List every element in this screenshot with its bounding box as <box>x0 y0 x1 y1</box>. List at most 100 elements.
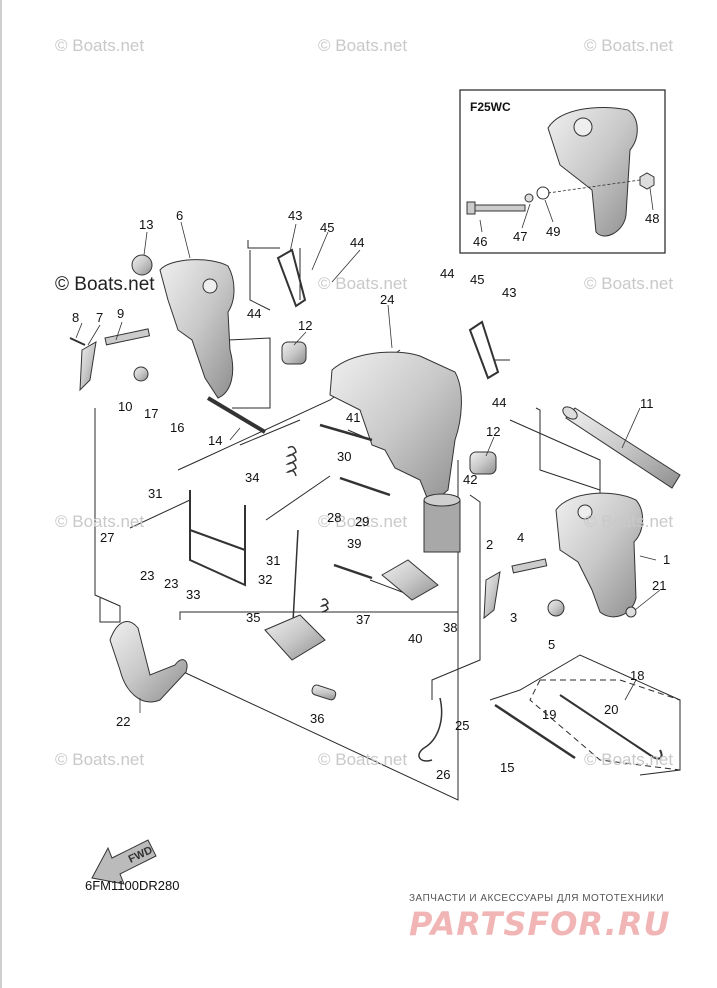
pin-8 <box>69 337 86 346</box>
callout-40: 40 <box>408 631 423 646</box>
sleeve-36 <box>311 684 337 701</box>
callout-26: 26 <box>436 767 451 782</box>
rod-20 <box>559 694 663 760</box>
cable-26 <box>418 697 443 762</box>
callout-28: 28 <box>327 510 342 525</box>
callout-39: 39 <box>347 536 362 551</box>
callout-4: 4 <box>517 530 525 545</box>
watermark: © Boats.net <box>55 750 145 769</box>
callout-16: 16 <box>170 420 185 435</box>
callout-7: 7 <box>96 310 104 325</box>
lock-plate-35 <box>264 614 326 661</box>
dashed-boxes <box>529 679 681 771</box>
cap-13 <box>131 254 153 276</box>
watermark: © Boats.net <box>584 274 674 293</box>
clamp-bracket-6 <box>159 259 235 399</box>
callout-36: 36 <box>310 711 325 726</box>
callout-42: 42 <box>463 472 478 487</box>
watermark: © Boats.net <box>584 750 674 769</box>
tilt-bracket-33 <box>189 490 246 587</box>
spring-37 <box>319 598 329 613</box>
callout-47: 47 <box>513 229 528 244</box>
callout-24: 24 <box>380 292 395 307</box>
knob-5 <box>547 599 565 617</box>
watermark: © Boats.net <box>318 512 408 531</box>
inset-leaders <box>479 179 654 233</box>
clip-43b <box>468 320 500 380</box>
inset-title: F25WC <box>470 100 511 114</box>
plate-38 <box>381 559 439 601</box>
rod-29 <box>339 476 391 497</box>
callout-23b: 23 <box>164 576 179 591</box>
callout-12a: 12 <box>298 318 313 333</box>
rod-39 <box>333 563 373 580</box>
callout-43b: 43 <box>502 285 517 300</box>
lever-7 <box>79 341 97 392</box>
rod-15 <box>494 703 576 760</box>
callout-29: 29 <box>355 514 370 529</box>
callout-21: 21 <box>652 578 667 593</box>
callout-44c: 44 <box>440 266 455 281</box>
inset-box <box>459 89 666 254</box>
spring-34 <box>285 445 297 477</box>
callout-14: 14 <box>208 433 223 448</box>
callout-23a: 23 <box>140 568 155 583</box>
watermark: © Boats.net <box>55 512 145 531</box>
watermark: © Boats.net <box>584 512 674 531</box>
callout-3: 3 <box>510 610 518 625</box>
bushing-12a <box>281 341 307 365</box>
callout-44b: 44 <box>247 306 262 321</box>
callout-31a: 31 <box>148 486 163 501</box>
callout-18: 18 <box>630 668 645 683</box>
inset-bracket <box>547 106 638 237</box>
callout-22: 22 <box>116 714 131 729</box>
callout-11: 11 <box>640 396 654 411</box>
page-border <box>0 0 2 988</box>
watermark: © Boats.net <box>318 750 408 769</box>
diagram-code: 6FM1100DR280 <box>85 878 180 893</box>
callout-33: 33 <box>186 587 201 602</box>
callout-leaders <box>75 221 661 713</box>
lever-2 <box>483 571 501 620</box>
callout-5: 5 <box>548 637 556 652</box>
callout-49: 49 <box>546 224 561 239</box>
inset-nut-48 <box>639 172 655 190</box>
watermark: © Boats.net <box>318 36 408 55</box>
shop-logo: PARTSFOR.RU <box>409 905 671 943</box>
tube-11 <box>562 406 681 489</box>
callout-30: 30 <box>337 449 352 464</box>
callout-15: 15 <box>500 760 515 775</box>
callout-35: 35 <box>246 610 261 625</box>
bushing-12b <box>469 451 497 475</box>
shop-tagline: ЗАПЧАСТИ И АКСЕССУАРЫ ДЛЯ МОТОТЕХНИКИ <box>409 893 665 904</box>
callout-44d: 44 <box>492 395 507 410</box>
watermark: © Boats.net <box>318 274 408 293</box>
callout-19: 19 <box>542 707 557 722</box>
callout-34: 34 <box>245 470 260 485</box>
callout-45b: 45 <box>470 272 485 287</box>
callout-44a: 44 <box>350 235 365 250</box>
inset-bolt-46 <box>466 201 526 215</box>
callout-20: 20 <box>604 702 619 717</box>
clip-43a <box>276 248 307 308</box>
callout-31b: 31 <box>266 553 281 568</box>
watermark: © Boats.net <box>584 36 674 55</box>
bolt-4 <box>511 558 548 574</box>
handle-22 <box>109 621 188 703</box>
callout-27: 27 <box>100 530 115 545</box>
callout-43a: 43 <box>288 208 303 223</box>
shaft-14 <box>206 396 267 434</box>
callout-41: 41 <box>346 410 361 425</box>
callout-2: 2 <box>486 537 494 552</box>
callout-37: 37 <box>356 612 371 627</box>
callout-13: 13 <box>139 217 154 232</box>
callout-12b: 12 <box>486 424 501 439</box>
rod-41 <box>319 423 373 442</box>
callout-1: 1 <box>663 552 671 567</box>
clamp-bracket-1 <box>555 492 643 618</box>
callout-38: 38 <box>443 620 458 635</box>
callout-48: 48 <box>645 211 660 226</box>
watermark-dark: © Boats.net <box>55 274 155 295</box>
callout-10: 10 <box>118 399 133 414</box>
